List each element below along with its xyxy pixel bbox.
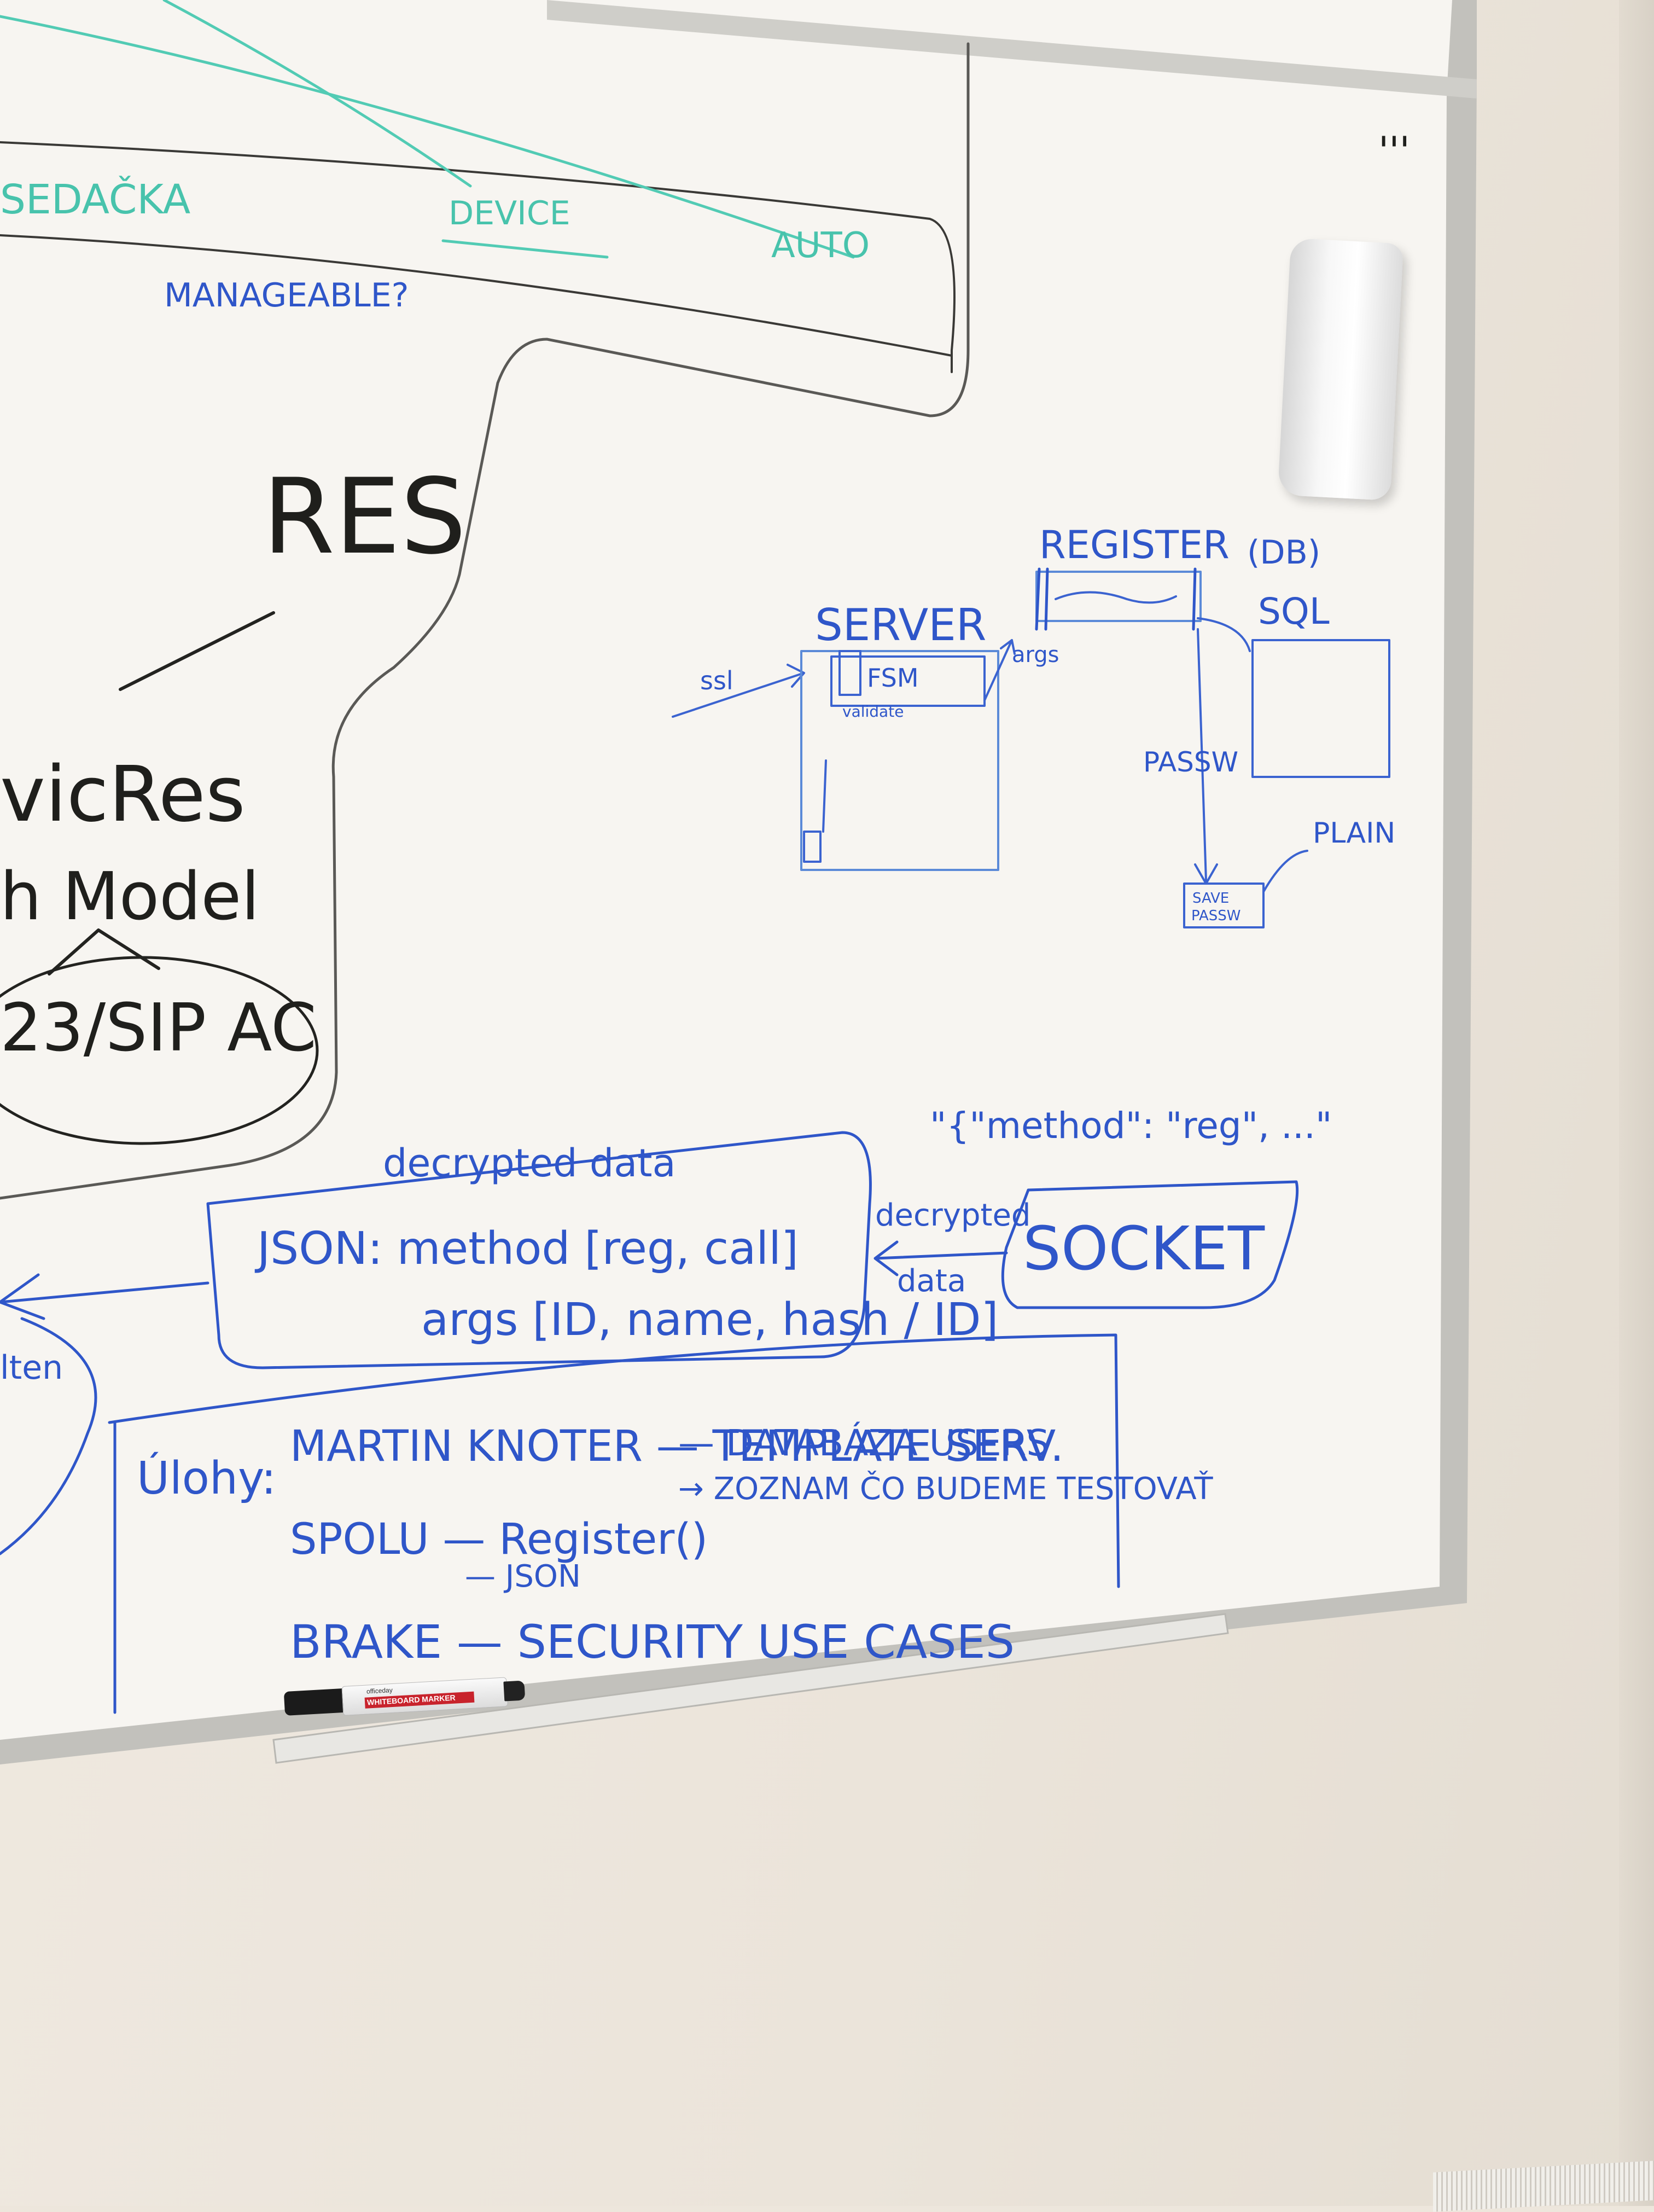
socket-label: SOCKET — [1023, 1214, 1265, 1284]
validate-label: validate — [842, 703, 904, 721]
save-passw-label-2: PASSW — [1191, 908, 1241, 924]
socket-bubble — [1001, 1180, 1299, 1309]
teal-text-device: DEVICE — [449, 194, 570, 233]
tasks-line-4: SPOLU — Register() — [290, 1515, 708, 1564]
register-left-bar — [1035, 567, 1049, 631]
marker-brand: officeday — [366, 1686, 393, 1696]
board-frame-top — [547, 0, 1477, 98]
tasks-line-5: — JSON — [465, 1559, 581, 1594]
board-surface — [0, 0, 1452, 1740]
sip-ellipse — [0, 956, 319, 1145]
ssl-arrow — [672, 664, 805, 718]
manageable-text: MANAGEABLE? — [164, 276, 409, 315]
save-passw-label-1: SAVE — [1192, 890, 1229, 907]
json-example: "{"method": "reg", ..." — [930, 1105, 1332, 1147]
tasks-box — [108, 1333, 1120, 1714]
register-label: REGISTER — [1039, 522, 1230, 567]
marker-cap — [283, 1688, 346, 1716]
tasks-line-3: → ZOZNAM ČO BUDEME TESTOVAŤ — [678, 1471, 1213, 1507]
register-squiggle — [1055, 591, 1177, 604]
server-small-box — [803, 831, 822, 863]
corner-marks: ''' — [1378, 129, 1410, 173]
register-right-bar — [1192, 567, 1197, 631]
socket-to-json-arrow — [873, 1240, 1008, 1276]
fsm-box — [830, 655, 986, 707]
fsm-label: FSM — [867, 663, 919, 693]
board-eraser — [1277, 237, 1404, 501]
model-text: h Model — [0, 859, 260, 935]
args-label: args — [1012, 642, 1059, 667]
left-item-text: lten — [0, 1349, 63, 1387]
tasks-line-1: MARTIN KNOTER — TEMPLATE SERV. — [290, 1422, 1064, 1471]
json-bubble — [206, 1131, 872, 1369]
fsm-left-tab — [838, 650, 861, 696]
tasks-line-6: BRAKE — SECURITY USE CASES — [290, 1615, 1015, 1669]
decrypted-label: decrypted — [875, 1198, 1030, 1233]
passw-label: PASSW — [1143, 746, 1238, 778]
json-line-1: JSON: method [reg, call] — [254, 1223, 799, 1275]
sip-text: 23/SIP AC — [0, 990, 317, 1066]
db-label: (DB) — [1247, 533, 1320, 572]
json-left-arrow — [0, 1273, 209, 1320]
left-item-loop — [0, 1317, 97, 1555]
tasks-label: Úlohy: — [137, 1452, 276, 1505]
wall-panel-edge — [1619, 0, 1654, 2206]
teal-line-2 — [162, 0, 472, 188]
plain-label: PLAIN — [1313, 817, 1395, 850]
ssl-label: ssl — [700, 666, 733, 695]
teal-text-auto: AUTO — [771, 225, 870, 266]
server-label: SERVER — [815, 600, 986, 651]
sql-box — [1251, 639, 1390, 778]
plain-arrow — [1262, 850, 1308, 893]
sql-label: SQL — [1258, 590, 1330, 632]
data-label: data — [897, 1263, 966, 1299]
json-line-2: args [ID, name, hash / ID] — [421, 1294, 998, 1346]
black-band-lower — [0, 234, 953, 357]
args-arrow — [983, 639, 1016, 701]
res-text: RES — [263, 456, 467, 577]
tasks-line-2: — DATABÁZA USERS — [678, 1422, 1049, 1464]
register-box — [1035, 571, 1202, 622]
server-side-line — [822, 759, 827, 833]
device-res-text: vicRes — [0, 750, 246, 839]
teal-text-left: SEDAČKA — [0, 175, 191, 223]
res-line — [119, 611, 275, 691]
marker-end — [503, 1680, 526, 1702]
register-to-sql-arrow — [1197, 617, 1251, 652]
model-branch — [48, 928, 160, 976]
server-box — [800, 650, 999, 871]
teal-line-1 — [0, 15, 855, 259]
teal-underline — [441, 239, 609, 259]
save-passw-box — [1183, 883, 1265, 928]
black-inner-band — [0, 141, 956, 373]
black-outline-shape — [0, 42, 970, 1200]
marker-tray — [272, 1613, 1229, 1764]
